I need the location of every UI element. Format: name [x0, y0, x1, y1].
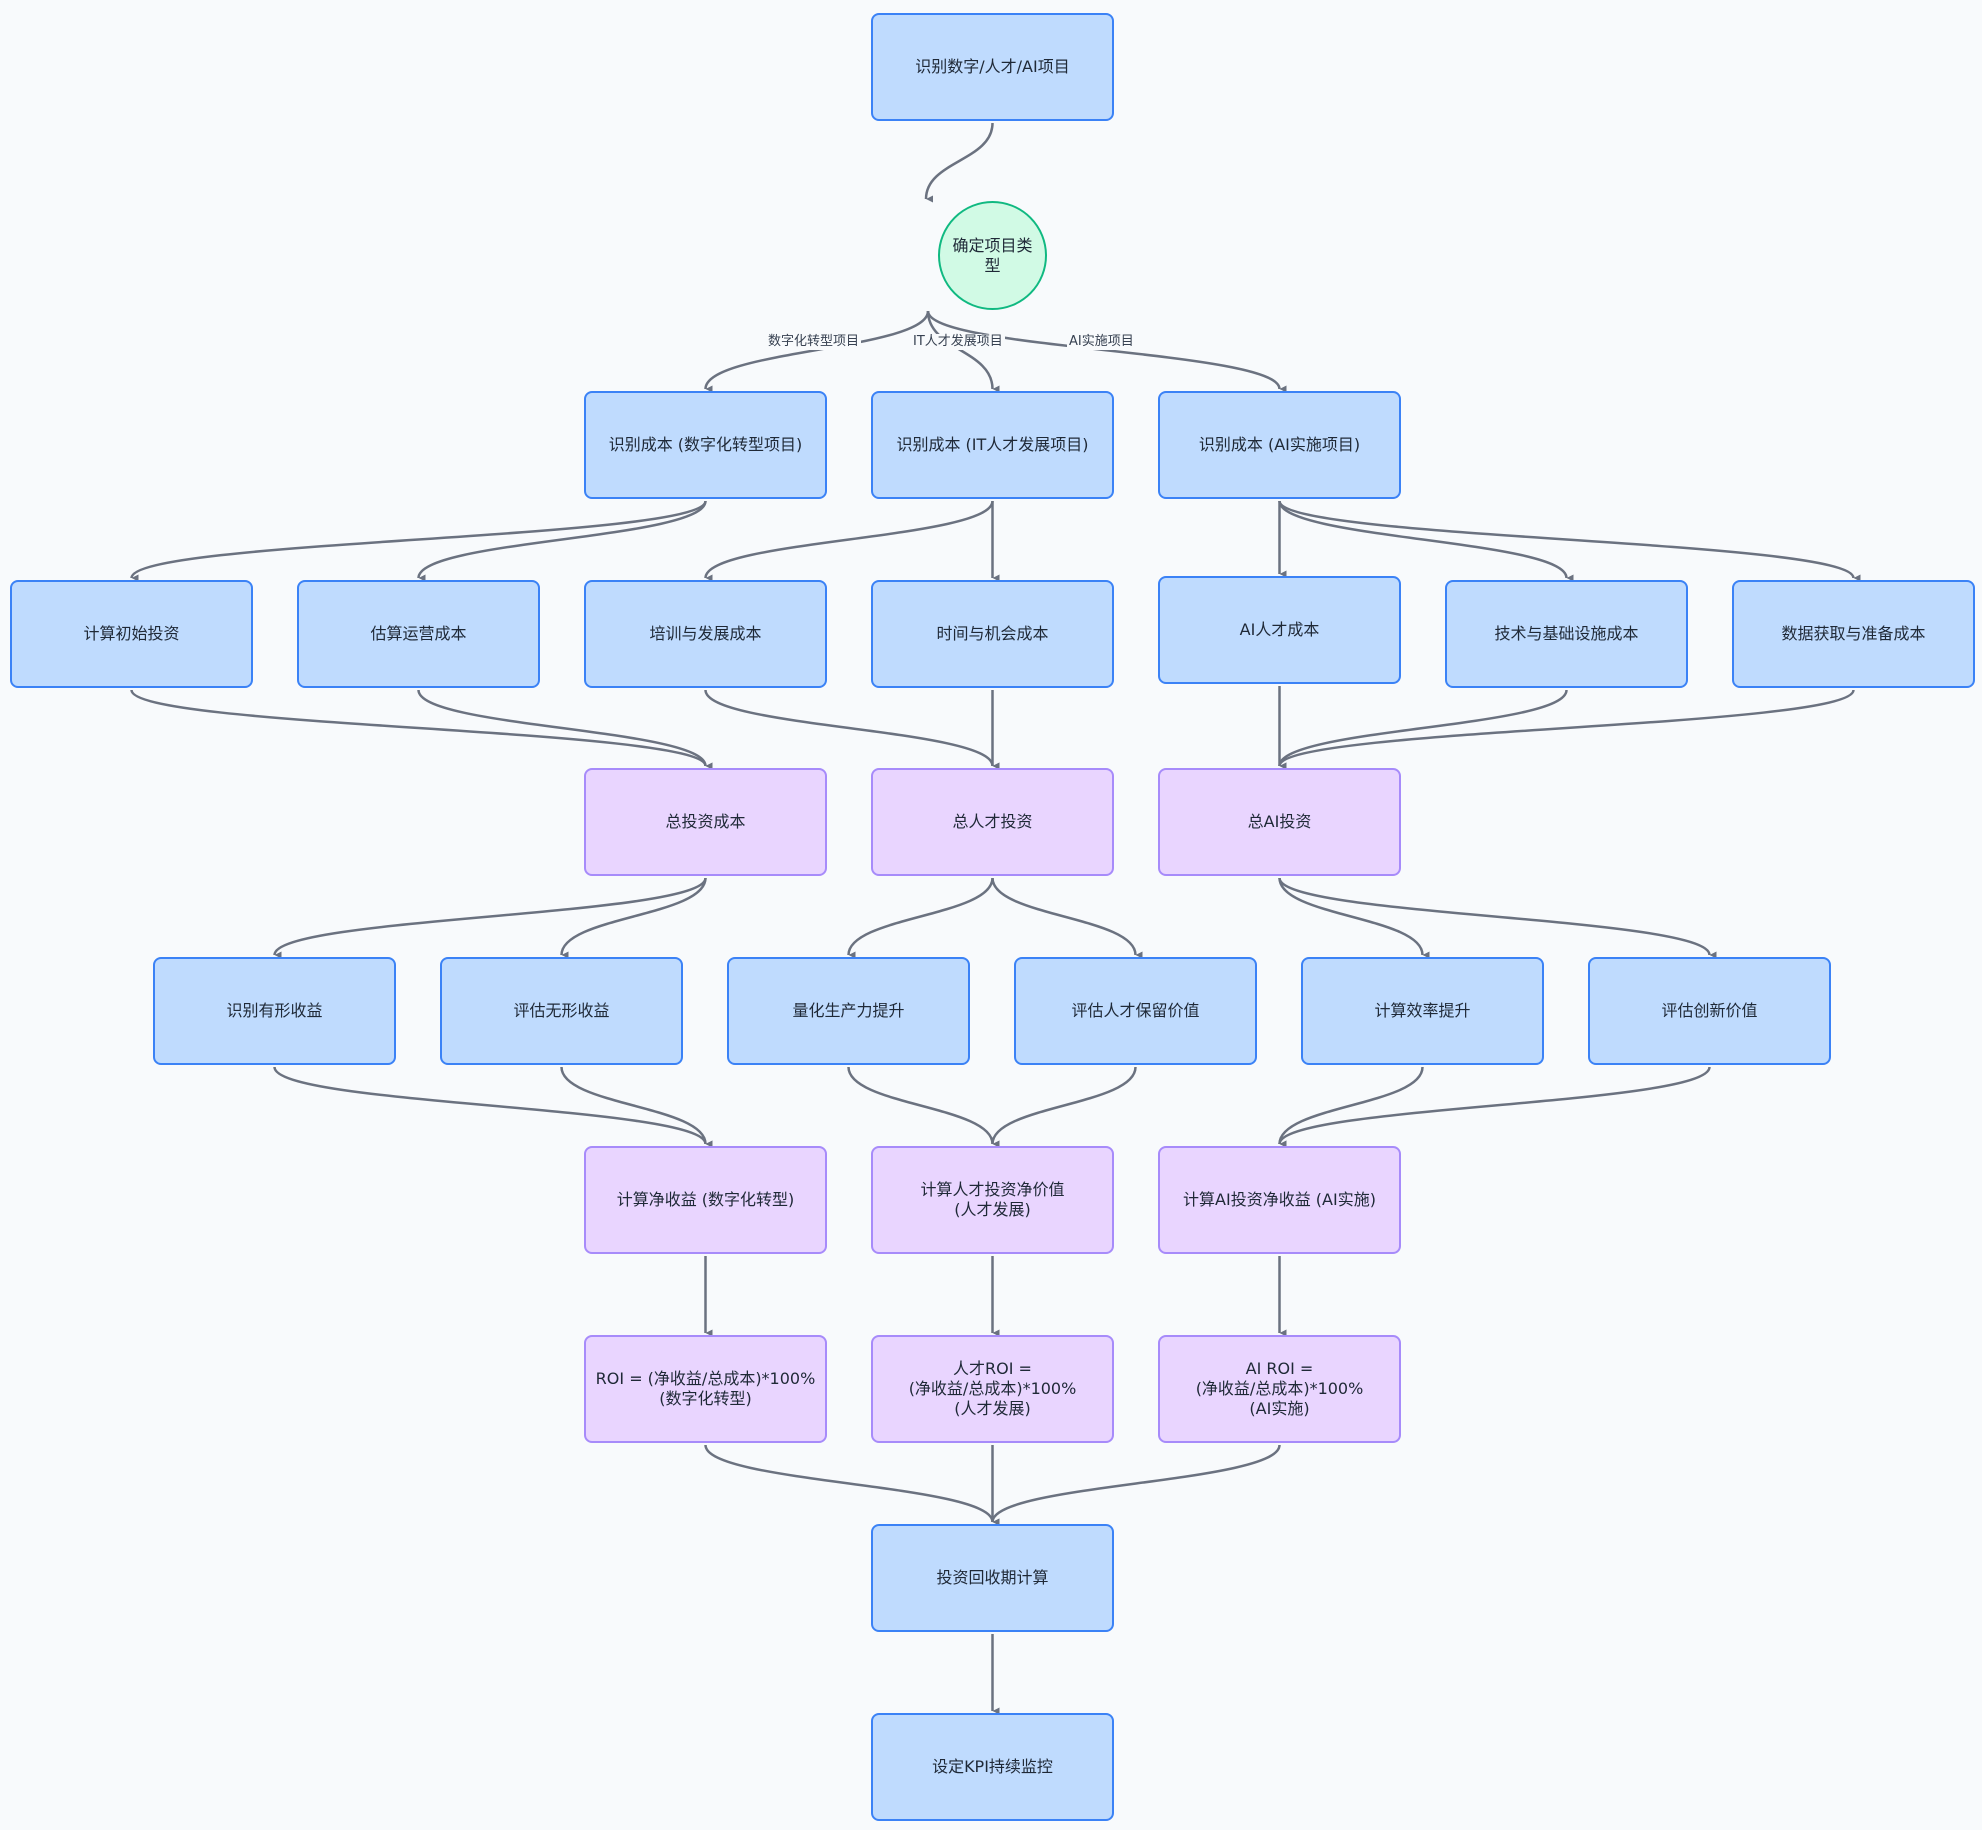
node-ai-talent-cost[interactable]: AI人才成本 [1158, 576, 1401, 684]
node-tech-infra-cost[interactable]: 技术与基础设施成本 [1445, 580, 1688, 688]
node-payback-period[interactable]: 投资回收期计算 [871, 1524, 1114, 1632]
edge-cost-digital-to-initial-investment [130, 500, 707, 582]
edge-label-it-talent: IT人才发展项目 [911, 334, 1005, 350]
edge-total-talent-investment-to-retention-value [991, 877, 1143, 959]
edge-innovation-value-to-net-benefit-ai [1278, 1066, 1711, 1148]
edge-identify-projects-to-project-type [924, 122, 994, 203]
node-intangible-benefits[interactable]: 评估无形收益 [440, 957, 683, 1065]
node-initial-investment[interactable]: 计算初始投资 [10, 580, 253, 688]
edge-project-type-to-cost-ai [926, 310, 1287, 393]
node-efficiency-gain[interactable]: 计算效率提升 [1301, 957, 1544, 1065]
edge-total-investment-cost-to-intangible-benefits [560, 877, 707, 959]
node-tangible-benefits[interactable]: 识别有形收益 [153, 957, 396, 1065]
node-project-type[interactable]: 确定项目类型 [938, 201, 1047, 310]
node-time-opportunity-cost[interactable]: 时间与机会成本 [871, 580, 1114, 688]
edge-cost-digital-to-operating-cost [417, 500, 707, 582]
edge-project-type-to-cost-digital [704, 310, 930, 393]
node-operating-cost[interactable]: 估算运营成本 [297, 580, 540, 688]
edge-data-cost-to-total-ai-investment [1278, 689, 1855, 770]
edge-productivity-gain-to-net-value-talent [847, 1066, 1000, 1148]
node-productivity-gain[interactable]: 量化生产力提升 [727, 957, 970, 1065]
edge-roi-ai-to-payback-period [991, 1444, 1281, 1526]
node-total-ai-investment[interactable]: 总AI投资 [1158, 768, 1401, 876]
edge-roi-digital-to-payback-period [704, 1444, 1000, 1526]
node-total-talent-investment[interactable]: 总人才投资 [871, 768, 1114, 876]
edge-total-ai-investment-to-efficiency-gain [1278, 877, 1430, 959]
edge-label-digital: 数字化转型项目 [766, 334, 862, 350]
edge-tangible-benefits-to-net-benefit-digital [273, 1066, 713, 1148]
node-cost-it-talent[interactable]: 识别成本 (IT人才发展项目) [871, 391, 1114, 499]
node-total-investment-cost[interactable]: 总投资成本 [584, 768, 827, 876]
node-net-benefit-digital[interactable]: 计算净收益 (数字化转型) [584, 1146, 827, 1254]
edge-project-type-to-cost-it-talent [926, 310, 1000, 393]
edge-tech-infra-cost-to-total-ai-investment [1278, 689, 1568, 770]
edge-intangible-benefits-to-net-benefit-digital [560, 1066, 713, 1148]
edge-label-ai: AI实施项目 [1067, 334, 1136, 350]
edge-initial-investment-to-total-investment-cost [130, 689, 713, 770]
node-net-benefit-ai[interactable]: 计算AI投资净收益 (AI实施) [1158, 1146, 1401, 1254]
node-training-cost[interactable]: 培训与发展成本 [584, 580, 827, 688]
edge-efficiency-gain-to-net-benefit-ai [1278, 1066, 1424, 1148]
node-retention-value[interactable]: 评估人才保留价值 [1014, 957, 1257, 1065]
node-identify-projects[interactable]: 识别数字/人才/AI项目 [871, 13, 1114, 121]
edge-total-ai-investment-to-innovation-value [1278, 877, 1717, 959]
node-roi-digital[interactable]: ROI = (净收益/总成本)*100% (数字化转型) [584, 1335, 827, 1443]
node-cost-digital[interactable]: 识别成本 (数字化转型项目) [584, 391, 827, 499]
edge-cost-ai-to-tech-infra-cost [1278, 500, 1574, 582]
edge-training-cost-to-total-talent-investment [704, 689, 1000, 770]
edge-total-investment-cost-to-tangible-benefits [273, 877, 707, 959]
node-cost-ai[interactable]: 识别成本 (AI实施项目) [1158, 391, 1401, 499]
node-innovation-value[interactable]: 评估创新价值 [1588, 957, 1831, 1065]
edge-total-talent-investment-to-productivity-gain [847, 877, 994, 959]
edge-cost-ai-to-data-cost [1278, 500, 1861, 582]
edge-cost-it-talent-to-training-cost [704, 500, 994, 582]
node-kpi-monitoring[interactable]: 设定KPI持续监控 [871, 1713, 1114, 1821]
edge-retention-value-to-net-value-talent [991, 1066, 1137, 1148]
node-roi-talent[interactable]: 人才ROI = (净收益/总成本)*100% (人才发展) [871, 1335, 1114, 1443]
node-net-value-talent[interactable]: 计算人才投资净价值 (人才发展) [871, 1146, 1114, 1254]
edge-operating-cost-to-total-investment-cost [417, 689, 713, 770]
node-data-cost[interactable]: 数据获取与准备成本 [1732, 580, 1975, 688]
node-roi-ai[interactable]: AI ROI = (净收益/总成本)*100% (AI实施) [1158, 1335, 1401, 1443]
